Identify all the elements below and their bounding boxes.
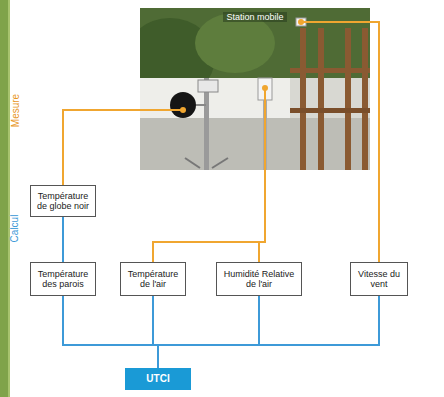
connector [153,170,265,262]
station-illustration [140,8,370,170]
connector [370,22,379,262]
box-text: UTCI [146,373,169,385]
phase-label: Mesure [10,93,21,126]
connector [62,217,64,262]
box-text: Température de globe noir [34,191,92,212]
calc-box: Température de l'air [120,262,186,296]
box-text: Humidité Relative de l'air [220,269,298,290]
box-text: Vitesse du vent [354,269,404,290]
station-photo: Station mobile [140,8,370,170]
connector [158,296,259,368]
result-box: UTCI [125,368,191,390]
calc-box: Humidité Relative de l'air [216,262,302,296]
phase-label: Calcul [9,214,20,242]
connector [158,296,379,368]
connector [63,110,140,185]
box-text: Température des parois [34,269,92,290]
grass-edge [8,0,10,397]
box-text: Température de l'air [124,269,182,290]
grass-strip [0,0,8,397]
calc-box: Température des parois [30,262,96,296]
calc-box: Vitesse du vent [350,262,408,296]
measure-box: Température de globe noir [30,185,96,217]
connector [63,296,158,368]
photo-caption: Station mobile [223,12,286,22]
connector [259,170,265,262]
